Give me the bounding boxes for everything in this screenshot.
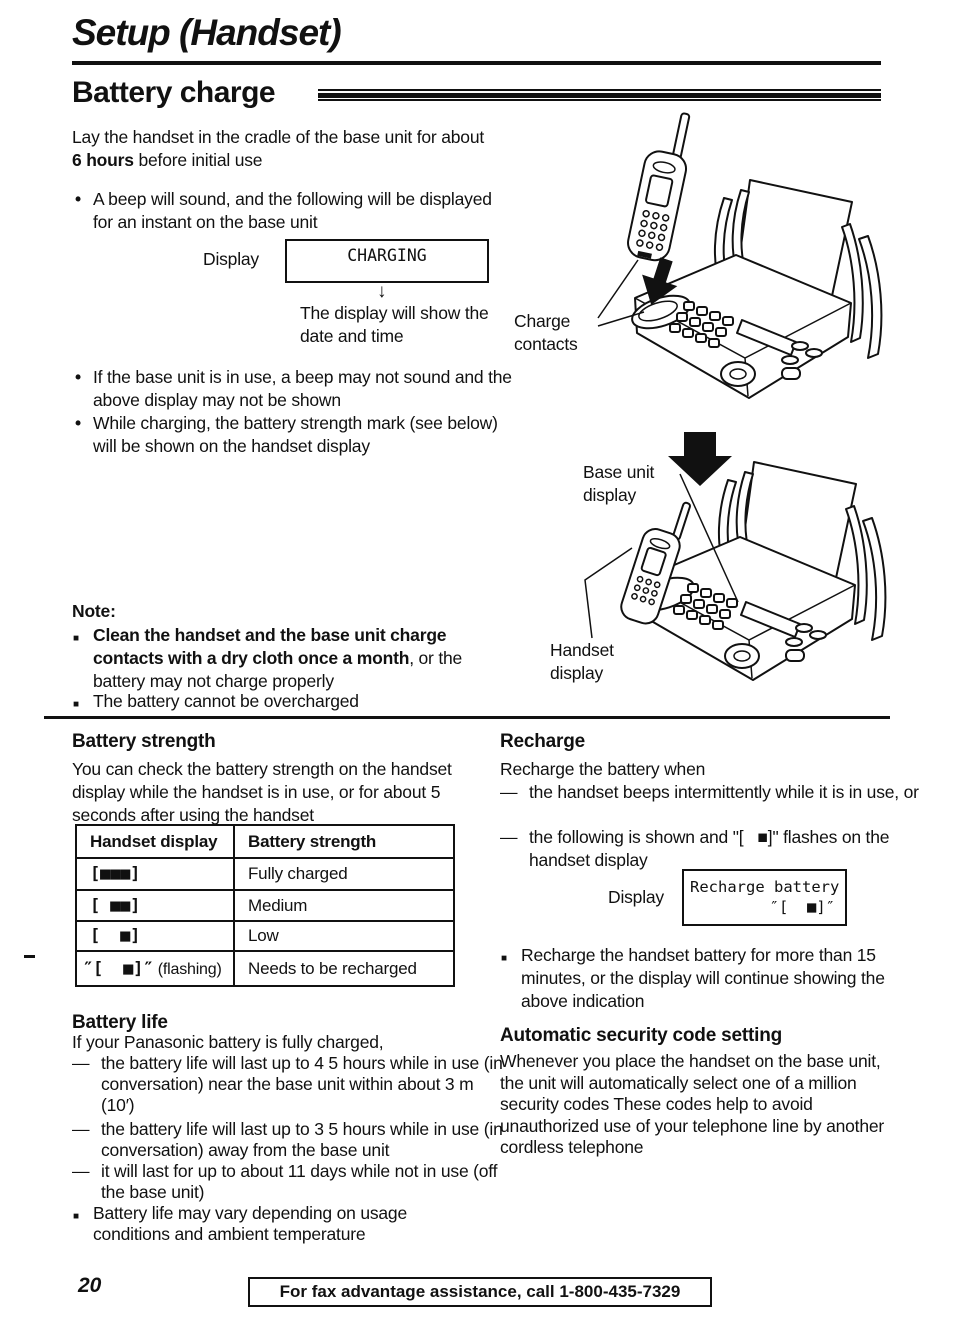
note-title: Note: [72, 601, 116, 621]
label-charge-contacts: Charge contacts [514, 311, 578, 354]
docked-handset-illustration [620, 501, 691, 625]
base-keypad [669, 301, 734, 348]
down-arrow-icon: ↓ [377, 281, 387, 302]
cordless-handset-illustration [627, 112, 691, 262]
page-number: 20 [78, 1274, 102, 1297]
recharge-intro: Recharge the battery when [500, 759, 706, 779]
fax-base-illustration [631, 179, 883, 399]
mid-page-rule [44, 716, 890, 719]
note-item1-bold: Clean the handset and the base unit char… [93, 625, 447, 668]
battery-life-note: Battery life may vary depending on usage… [72, 1203, 483, 1245]
handset-display-leader-line [584, 547, 633, 639]
intro-paragraph: Lay the handset in the cradle of the bas… [72, 126, 492, 172]
note-item-overcharge: The battery cannot be overcharged [72, 690, 495, 716]
intro-bold-6-hours: 6 hours [72, 150, 134, 170]
table-row: ″[ ■]″ (flashing) Needs to be recharged [75, 950, 455, 987]
illustration-handset-over-base [597, 112, 883, 399]
display-caption: The display will show the date and time [300, 303, 489, 346]
battery-level-label: Needs to be recharged [233, 950, 455, 987]
table-row: [■■■] Fully charged [75, 857, 455, 891]
footer-assistance-box: For fax advantage assistance, call 1-800… [248, 1277, 712, 1307]
recharge-note: Recharge the handset battery for more th… [500, 944, 933, 1013]
handset-screen [645, 174, 674, 208]
col-header-battery-strength: Battery strength [233, 824, 455, 859]
charging-lcd-box: CHARGING [285, 239, 489, 283]
battery-life-intro: If your Panasonic battery is fully charg… [72, 1032, 384, 1052]
illustration-handset-docked [584, 432, 887, 681]
section-title: Battery charge [72, 76, 276, 109]
label-handset-display: Handset display [550, 640, 614, 683]
battery-mark-low: [ ■] [75, 920, 235, 952]
recharge-lcd-line1: Recharge battery [690, 878, 840, 896]
block-down-arrow-icon [668, 432, 732, 486]
base-display-slot-2 [740, 601, 801, 638]
section-title-rule [318, 89, 881, 101]
charging-lcd-text: CHARGING [347, 246, 427, 265]
intro-text-after: before initial use [133, 150, 263, 170]
bullet-beep: A beep will sound, and the following wil… [72, 188, 513, 234]
battery-life-item-not-in-use: it will last for up to about 11 days whi… [72, 1161, 509, 1203]
battery-mark-full: [■■■] [75, 857, 235, 891]
battery-level-label: Medium [233, 889, 455, 922]
security-body: Whenever you place the handset on the ba… [500, 1051, 885, 1157]
battery-mark-medium: [ ■■] [75, 889, 235, 922]
charge-contacts-leader-lines [597, 259, 645, 327]
battery-life-item-away-base: the battery life will last up to 3 5 hou… [72, 1119, 509, 1161]
battery-level-label: Fully charged [233, 857, 455, 891]
battery-strength-table: Handset display Battery strength [■■■] F… [75, 824, 455, 987]
page-title: Setup (Handset) [72, 12, 342, 53]
handset-charge-contact [637, 250, 652, 259]
bullet-base-in-use: If the base unit is in use, a beep may n… [72, 366, 529, 412]
battery-mark-flashing: ″[ ■]″ (flashing) [75, 950, 235, 987]
header-rule [72, 61, 881, 65]
col-header-handset-display: Handset display [75, 824, 235, 859]
battery-strength-title: Battery strength [72, 731, 216, 752]
battery-life-item-near-base: the battery life will last up to 4 5 hou… [72, 1053, 509, 1116]
handset-screen-2 [640, 546, 667, 577]
recharge-item-flashes: the following is shown and "[ ■]" flashe… [500, 826, 929, 872]
recharge-item-beeps: the handset beeps intermittently while i… [500, 781, 929, 804]
intro-text: Lay the handset in the cradle of the bas… [72, 127, 485, 147]
label-base-unit-display: Base unit display [583, 462, 655, 505]
recharge-title: Recharge [500, 731, 585, 752]
battery-level-label: Low [233, 920, 455, 952]
note-item-clean-contacts: Clean the handset and the base unit char… [72, 624, 495, 693]
display-label-2: Display [608, 887, 664, 907]
note-item1-rest: , or the battery may not charge properly [93, 648, 463, 691]
battery-strength-body: You can check the battery strength on th… [72, 759, 452, 825]
table-row: [ ■] Low [75, 920, 455, 952]
recharge-lcd-box: Recharge battery ″[ ■]″ [682, 869, 847, 926]
recharge-lcd-line2: ″[ ■]″ [769, 898, 835, 916]
insert-arrow-icon [642, 257, 678, 305]
table-row: [ ■■] Medium [75, 889, 455, 922]
base-display-slot [736, 319, 797, 356]
battery-life-title: Battery life [72, 1012, 168, 1033]
table-header-row: Handset display Battery strength [75, 824, 455, 859]
flashing-note: (flashing) [157, 960, 222, 978]
base-display-leader-line [679, 473, 739, 603]
display-label: Display [203, 249, 259, 269]
scan-artifact-dash [24, 955, 35, 958]
security-title: Automatic security code setting [500, 1025, 783, 1046]
bullet-while-charging: While charging, the battery strength mar… [72, 412, 519, 458]
